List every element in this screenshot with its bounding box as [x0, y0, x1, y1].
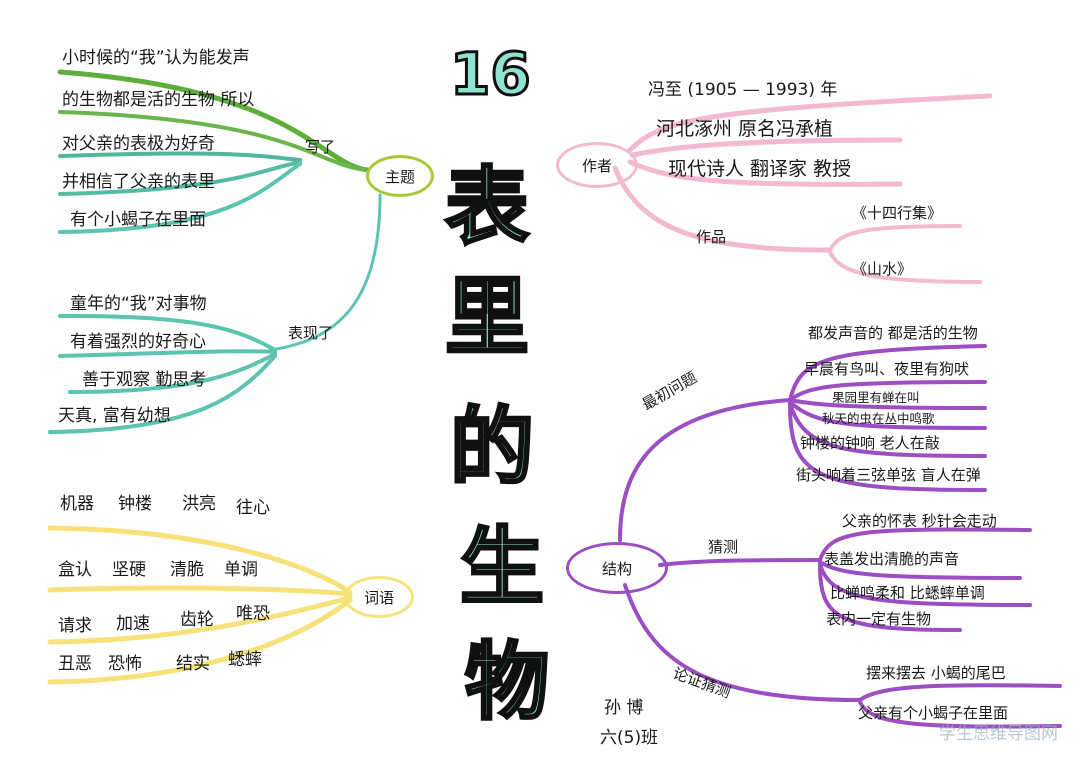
word: 请求	[58, 616, 92, 636]
word: 唯恐	[236, 604, 270, 624]
yellow-branch-line	[47, 525, 353, 595]
word: 单调	[224, 560, 258, 580]
word: 齿轮	[180, 610, 214, 630]
structure-verify-item: 父亲有个小蝎子在里面	[858, 704, 1009, 722]
topic-show-item: 善于观察 勤思考	[82, 370, 207, 390]
title-number: 16	[449, 39, 533, 110]
pink-branch-line	[627, 93, 993, 153]
structure-guess-item: 表盖发出清脆的声音	[824, 550, 960, 568]
author-line: 河北涿州 原名冯承植	[656, 118, 834, 140]
teal-branch-line	[58, 162, 302, 234]
author-work: 《山水》	[852, 260, 913, 278]
topic-show-item: 有着强烈的好奇心	[70, 332, 206, 352]
topic-wrote-label: 写了	[305, 138, 336, 156]
yellow-branch-line	[47, 597, 353, 685]
purple-branch-line	[788, 400, 987, 430]
word: 恐怖	[108, 654, 142, 674]
pink-branch-line	[828, 250, 982, 284]
purple-branch-line	[788, 380, 987, 402]
structure-first-item: 都发声音的 都是活的生物	[808, 324, 978, 342]
yellow-branch-line	[47, 585, 353, 597]
topic-wrote-item: 并相信了父亲的表里	[62, 172, 215, 192]
pink-branch-line	[629, 137, 903, 158]
words-node: 词语	[344, 576, 414, 618]
teal-branch-line	[68, 352, 277, 394]
purple-branch-line	[818, 562, 1032, 607]
word: 机器	[60, 494, 94, 514]
pink-branch-line	[612, 165, 833, 253]
word: 结实	[176, 654, 210, 674]
purple-branch-line	[858, 683, 1062, 702]
author-node: 作者	[556, 142, 638, 188]
purple-branch-line	[788, 402, 987, 458]
structure-first-item: 果园里有蝉在叫	[832, 390, 920, 405]
teal-branch-line	[58, 160, 302, 196]
word: 钟楼	[118, 494, 152, 514]
signature-class: 六(5)班	[600, 728, 659, 748]
topic-show-label: 表现了	[288, 324, 334, 342]
purple-branch-line	[788, 398, 987, 410]
purple-branch-line	[818, 560, 1022, 580]
author-work: 《十四行集》	[852, 204, 943, 222]
word: 洪亮	[182, 494, 216, 514]
structure-first-item: 街头响着三弦单弦 盲人在弹	[796, 466, 981, 484]
structure-first-item: 秋天的虫在丛中鸣歌	[822, 411, 935, 426]
teal-branch-line	[48, 354, 277, 434]
topic-wrote-item: 小时候的“我”认为能发声	[62, 48, 250, 68]
purple-branch-line	[788, 344, 987, 402]
topic-wrote-item: 对父亲的表极为好奇	[62, 134, 215, 154]
topic-show-item: 天真, 富有幼想	[58, 406, 171, 426]
purple-branch-line	[818, 564, 962, 632]
topic-node: 主题	[366, 155, 434, 197]
structure-first-item: 早晨有鸟叫、夜里有狗吠	[804, 360, 970, 378]
structure-verify-item: 摆来摆去 小蝎的尾巴	[866, 664, 1006, 682]
structure-guess-item: 表内一定有生物	[826, 610, 932, 628]
title-char: 物	[463, 632, 550, 733]
purple-branch-line	[788, 404, 987, 492]
watermark: 学生思维导图网	[939, 724, 1058, 744]
word: 蟋蟀	[228, 650, 262, 670]
yellow-branch-line	[47, 595, 353, 645]
teal-branch-line	[268, 193, 382, 352]
teal-branch-line	[58, 349, 277, 358]
word: 往心	[236, 498, 270, 518]
teal-branch-line	[58, 313, 277, 352]
topic-wrote-item: 有个小蝎子在里面	[70, 210, 206, 230]
word: 坚硬	[112, 560, 146, 580]
structure-first-item: 钟楼的钟响 老人在敲	[800, 434, 940, 452]
word: 加速	[116, 614, 150, 634]
structure-guess-item: 比蝉鸣柔和 比蟋蟀单调	[830, 584, 985, 602]
author-works-label: 作品	[696, 228, 727, 246]
structure-node: 结构	[566, 542, 668, 594]
purple-branch-line	[658, 558, 822, 567]
structure-guess-item: 父亲的怀表 秒针会走动	[842, 512, 997, 530]
title-char: 表	[443, 157, 530, 258]
word: 丑恶	[58, 654, 92, 674]
topic-wrote-item: 的生物都是活的生物 所以	[62, 90, 255, 110]
title-char: 的	[448, 397, 535, 498]
teal-branch-line	[58, 151, 302, 162]
title-char: 里	[443, 267, 530, 368]
signature-name: 孙 博	[604, 698, 644, 718]
author-line: 现代诗人 翻译家 教授	[668, 158, 852, 180]
author-line: 冯至 (1905 — 1993) 年	[648, 80, 838, 100]
green-branch-line	[57, 69, 371, 173]
green-branch-line	[58, 110, 370, 172]
title-char: 生	[458, 517, 545, 618]
structure-guess-label: 猜测	[708, 538, 739, 556]
word: 清脆	[170, 560, 204, 580]
purple-branch-line	[618, 398, 792, 542]
pink-branch-line	[828, 224, 962, 252]
topic-show-item: 童年的“我”对事物	[70, 294, 207, 314]
purple-branch-line	[623, 583, 862, 702]
word: 盒认	[58, 560, 92, 580]
purple-branch-line	[818, 527, 1032, 562]
pink-branch-line	[627, 159, 903, 187]
purple-branch-line	[858, 700, 1062, 729]
